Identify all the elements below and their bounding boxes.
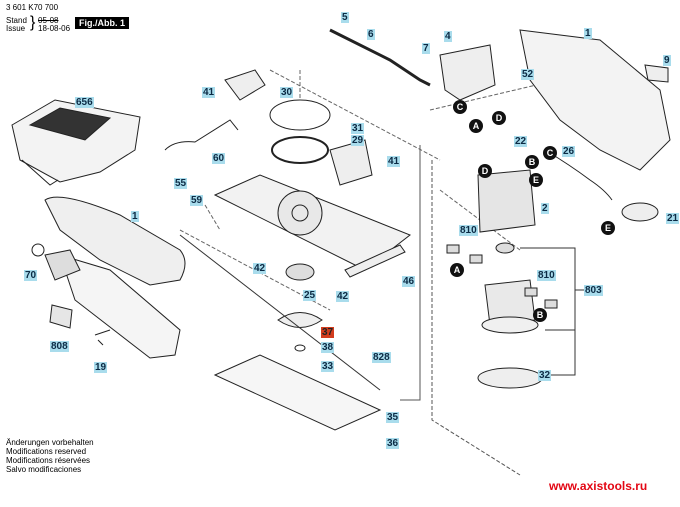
- part-label-59[interactable]: 59: [190, 195, 204, 206]
- part-label-2[interactable]: 2: [541, 203, 549, 214]
- part-label-22[interactable]: 22: [514, 136, 528, 147]
- part-label-21[interactable]: 21: [666, 213, 680, 224]
- part-label-52[interactable]: 52: [521, 69, 535, 80]
- fan: [481, 316, 539, 334]
- part-label-70[interactable]: 70: [24, 270, 38, 281]
- washer-38: [294, 344, 306, 352]
- part-label-29[interactable]: 29: [351, 135, 365, 146]
- cover-9: [644, 64, 669, 83]
- connector-d-stator: D: [478, 164, 492, 178]
- connector-e-cable: E: [601, 221, 615, 235]
- eccentric-37: [277, 312, 323, 328]
- stand-label: Stand: [6, 16, 27, 25]
- website-link[interactable]: www.axistools.ru: [549, 479, 648, 493]
- part-label-36[interactable]: 36: [386, 438, 400, 449]
- note-en: Modifications reserved: [6, 447, 87, 456]
- connector-b-brush: B: [533, 308, 547, 322]
- part-label-42-left[interactable]: 42: [253, 263, 267, 274]
- brush-b1: [524, 287, 538, 297]
- part-label-60[interactable]: 60: [212, 153, 226, 164]
- part-label-5[interactable]: 5: [341, 12, 349, 23]
- part-label-25[interactable]: 25: [303, 290, 317, 301]
- figure-label: Fig./Abb. 1: [75, 17, 129, 29]
- brush-a2: [469, 254, 483, 264]
- part-label-46[interactable]: 46: [402, 276, 416, 287]
- part-label-810-a[interactable]: 810: [459, 225, 478, 236]
- part-label-37[interactable]: 37: [321, 327, 335, 338]
- housing-left-1: [31, 196, 186, 359]
- part-label-41-left[interactable]: 41: [202, 87, 216, 98]
- note-fr: Modifications réservées: [6, 456, 91, 465]
- base-plate: [213, 174, 411, 271]
- sanding-pad-35: [213, 354, 382, 431]
- part-label-35[interactable]: 35: [386, 412, 400, 423]
- part-label-656[interactable]: 656: [75, 97, 94, 108]
- brace: }: [30, 14, 36, 31]
- part-label-19[interactable]: 19: [94, 362, 108, 373]
- switch-21: [621, 202, 659, 222]
- part-label-42-right[interactable]: 42: [336, 291, 350, 302]
- connector-a-brush: A: [450, 263, 464, 277]
- bearing-25: [285, 263, 315, 281]
- connector-e-top: E: [529, 173, 543, 187]
- footer-notes: Änderungen vorbehalten Modifications res…: [6, 438, 94, 474]
- housing-right-1: [519, 29, 671, 171]
- part-label-4[interactable]: 4: [444, 31, 452, 42]
- connector-c-switch: C: [453, 100, 467, 114]
- switch-4: [439, 44, 496, 101]
- bearing-armature: [495, 242, 515, 254]
- part-label-803[interactable]: 803: [584, 285, 603, 296]
- part-label-808[interactable]: 808: [50, 341, 69, 352]
- part-label-55[interactable]: 55: [174, 178, 188, 189]
- part-label-1-right[interactable]: 1: [584, 28, 592, 39]
- part-label-33[interactable]: 33: [321, 361, 335, 372]
- note-de: Änderungen vorbehalten: [6, 438, 94, 447]
- cable-6: [329, 28, 431, 87]
- holder-41-right: [329, 139, 373, 186]
- part-label-41-right[interactable]: 41: [387, 156, 401, 167]
- holder-41-left: [224, 69, 266, 101]
- connector-d-switch: D: [492, 111, 506, 125]
- cable-21: [544, 149, 613, 201]
- part-label-30[interactable]: 30: [280, 87, 294, 98]
- part-label-38[interactable]: 38: [321, 342, 335, 353]
- note-es: Salvo modificaciones: [6, 465, 82, 474]
- issue-value: 18-08-06: [38, 24, 71, 33]
- stand-value: 05-08: [38, 16, 59, 25]
- part-label-828[interactable]: 828: [372, 352, 391, 363]
- part-label-26[interactable]: 26: [562, 146, 576, 157]
- part-label-6[interactable]: 6: [367, 29, 375, 40]
- part-label-1-left[interactable]: 1: [131, 211, 139, 222]
- stator-2: [477, 169, 536, 233]
- part-label-32[interactable]: 32: [538, 370, 552, 381]
- issue-label: Issue: [6, 24, 26, 33]
- connector-b-top: B: [525, 155, 539, 169]
- rail-46: [344, 244, 406, 278]
- ring-30: [269, 99, 331, 131]
- part-label-9[interactable]: 9: [663, 55, 671, 66]
- connector-c-cable: C: [543, 146, 557, 160]
- brush-a1: [446, 244, 460, 254]
- connector-a-top: A: [469, 119, 483, 133]
- dust-box-656: [11, 99, 141, 186]
- gear-32: [477, 367, 543, 389]
- part-number: 3 601 K70 700: [6, 3, 59, 12]
- ring-29: [271, 136, 329, 164]
- part-label-7[interactable]: 7: [422, 43, 430, 54]
- part-label-31[interactable]: 31: [351, 123, 365, 134]
- part-label-810-b[interactable]: 810: [537, 270, 556, 281]
- wire-clip-55: [164, 119, 239, 151]
- brush-b2: [544, 299, 558, 309]
